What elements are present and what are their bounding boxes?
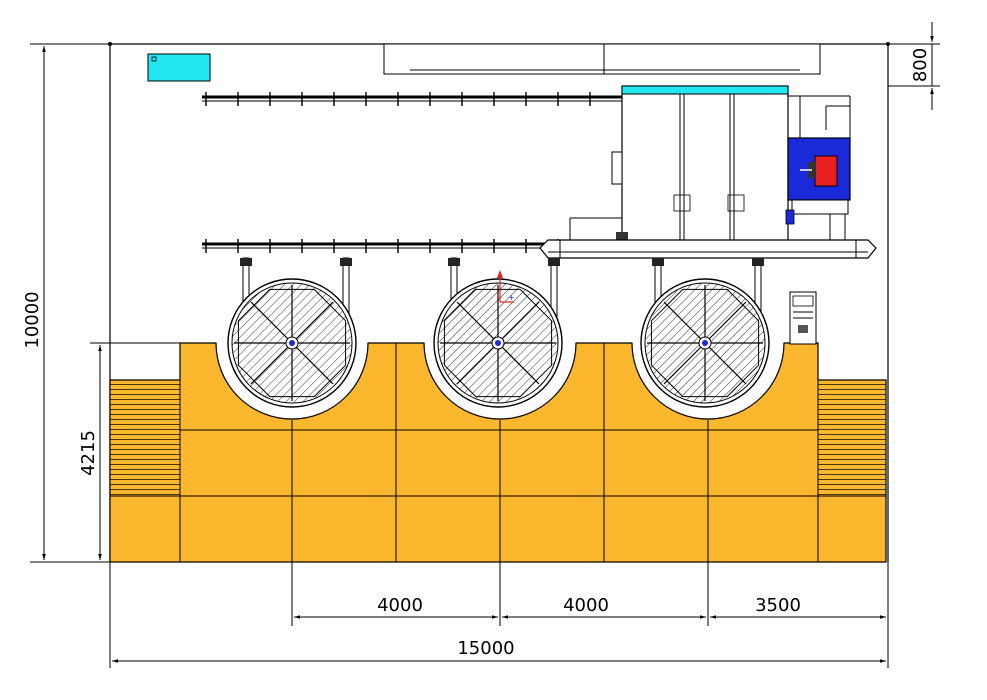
dim-text-top-offset: 800 <box>910 48 931 82</box>
dim-total-height: 10000 <box>22 46 110 563</box>
top-duct <box>383 43 821 75</box>
dim-platform-height: 4215 <box>78 342 180 560</box>
dim-total-width: 15000 <box>109 562 889 668</box>
dim-text-total-width: 15000 <box>457 638 514 659</box>
post-cap <box>448 258 460 266</box>
dim-text-spacing-1: 4000 <box>377 595 423 616</box>
motor-unit <box>785 95 851 240</box>
carriage-track <box>539 239 877 259</box>
conveyor-upper-rail <box>202 92 625 106</box>
post-cap <box>548 258 560 266</box>
dim-text-total-height: 10000 <box>22 291 43 348</box>
control-box <box>147 53 211 82</box>
svg-text:+: + <box>508 293 515 302</box>
post-cap <box>652 258 664 266</box>
gantry-cabinet <box>569 85 789 245</box>
dim-text-spacing-3: 3500 <box>755 595 801 616</box>
post-cap <box>240 258 252 266</box>
conveyor-lower-rail <box>202 239 560 253</box>
post-cap <box>752 258 764 266</box>
dim-text-spacing-2: 4000 <box>563 595 609 616</box>
control-panel <box>789 291 817 345</box>
dim-top-offset: 800 <box>910 22 934 110</box>
ucs-axis-icon: + <box>497 270 515 303</box>
drum-1 <box>227 278 357 408</box>
dim-text-platform-height: 4215 <box>78 430 99 476</box>
post-cap <box>340 258 352 266</box>
dim-spacing-row: 4000 4000 3500 <box>291 562 886 626</box>
rotating-drums <box>227 278 770 408</box>
drum-3 <box>640 278 770 408</box>
drum-2 <box>433 278 563 408</box>
platform <box>109 342 887 563</box>
